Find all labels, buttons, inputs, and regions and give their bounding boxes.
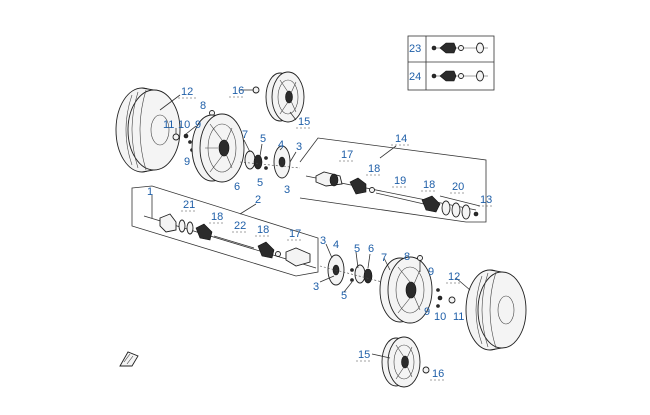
inset-box (407, 35, 495, 91)
callout-22[interactable]: 22 (234, 220, 246, 232)
axle-assembly-14 (299, 137, 487, 223)
boot-kit-23-icon (431, 42, 488, 54)
rim-rear-right (379, 256, 433, 324)
callout-18-upper-a[interactable]: 18 (368, 163, 380, 175)
callout-8-lower[interactable]: 8 (404, 251, 410, 263)
callout-9-lower-b[interactable]: 9 (424, 306, 430, 318)
callout-10-lower[interactable]: 10 (434, 311, 446, 323)
callout-3-lower-b[interactable]: 3 (313, 281, 319, 293)
tire-rear-right (465, 269, 527, 351)
callout-1[interactable]: 1 (147, 186, 153, 198)
callouts: 23 24 12 8 11 10 9 9 16 15 7 5 4 3 6 5 3… (147, 43, 492, 380)
callout-11-lower[interactable]: 11 (453, 311, 464, 323)
callout-11-upper[interactable]: 11 (163, 119, 174, 131)
rim-spare-lower (381, 336, 430, 388)
callout-3-lower-a[interactable]: 3 (320, 235, 326, 247)
callout-15-lower[interactable]: 15 (358, 349, 370, 361)
callout-15-upper[interactable]: 15 (298, 116, 310, 128)
callout-4-upper[interactable]: 4 (278, 139, 284, 151)
callout-14[interactable]: 14 (395, 133, 407, 145)
callout-21[interactable]: 21 (183, 199, 195, 211)
axle-assembly-2 (131, 185, 319, 277)
callout-3-upper-a[interactable]: 3 (296, 141, 302, 153)
callout-4-lower[interactable]: 4 (333, 239, 339, 251)
callout-9-upper-b[interactable]: 9 (184, 156, 190, 168)
callout-10-upper[interactable]: 10 (178, 119, 190, 131)
callout-23[interactable]: 23 (409, 43, 421, 55)
callout-16-lower[interactable]: 16 (432, 368, 444, 380)
hub-brake-upper (239, 145, 301, 179)
callout-7-lower[interactable]: 7 (381, 252, 387, 264)
callout-9-upper-a[interactable]: 9 (195, 119, 201, 131)
leader-lines (151, 89, 481, 359)
callout-9-lower-a[interactable]: 9 (428, 266, 434, 278)
callout-underlines (178, 96, 494, 381)
callout-6-lower[interactable]: 6 (368, 243, 374, 255)
rim-spare-upper (252, 71, 305, 123)
callout-18-lower-a[interactable]: 18 (211, 211, 223, 223)
boot-kit-24-icon (431, 70, 488, 82)
callout-19[interactable]: 19 (394, 175, 406, 187)
callout-17-upper[interactable]: 17 (341, 149, 353, 161)
orientation-arrow-icon (119, 351, 139, 367)
callout-12-lower[interactable]: 12 (448, 271, 460, 283)
callout-5-upper-b[interactable]: 5 (257, 177, 263, 189)
callout-18-upper-b[interactable]: 18 (423, 179, 435, 191)
callout-6-upper[interactable]: 6 (234, 181, 240, 193)
hub-brake-lower (319, 254, 391, 286)
callout-3-upper-b[interactable]: 3 (284, 184, 290, 196)
callout-17-lower[interactable]: 17 (289, 228, 301, 240)
callout-18-lower-b[interactable]: 18 (257, 224, 269, 236)
callout-7-upper[interactable]: 7 (242, 129, 248, 141)
callout-20[interactable]: 20 (452, 181, 464, 193)
callout-5-lower-a[interactable]: 5 (354, 243, 360, 255)
callout-12-upper[interactable]: 12 (181, 86, 193, 98)
callout-24[interactable]: 24 (409, 71, 421, 83)
hub-hardware-lower (417, 255, 456, 308)
callout-5-upper-a[interactable]: 5 (260, 133, 266, 145)
callout-8-upper[interactable]: 8 (200, 100, 206, 112)
callout-13[interactable]: 13 (480, 194, 492, 206)
callout-5-lower-b[interactable]: 5 (341, 290, 347, 302)
rim-front-left (191, 113, 245, 183)
callout-16-upper[interactable]: 16 (232, 85, 244, 97)
tire-front-left (115, 87, 181, 173)
callout-2[interactable]: 2 (255, 194, 261, 206)
